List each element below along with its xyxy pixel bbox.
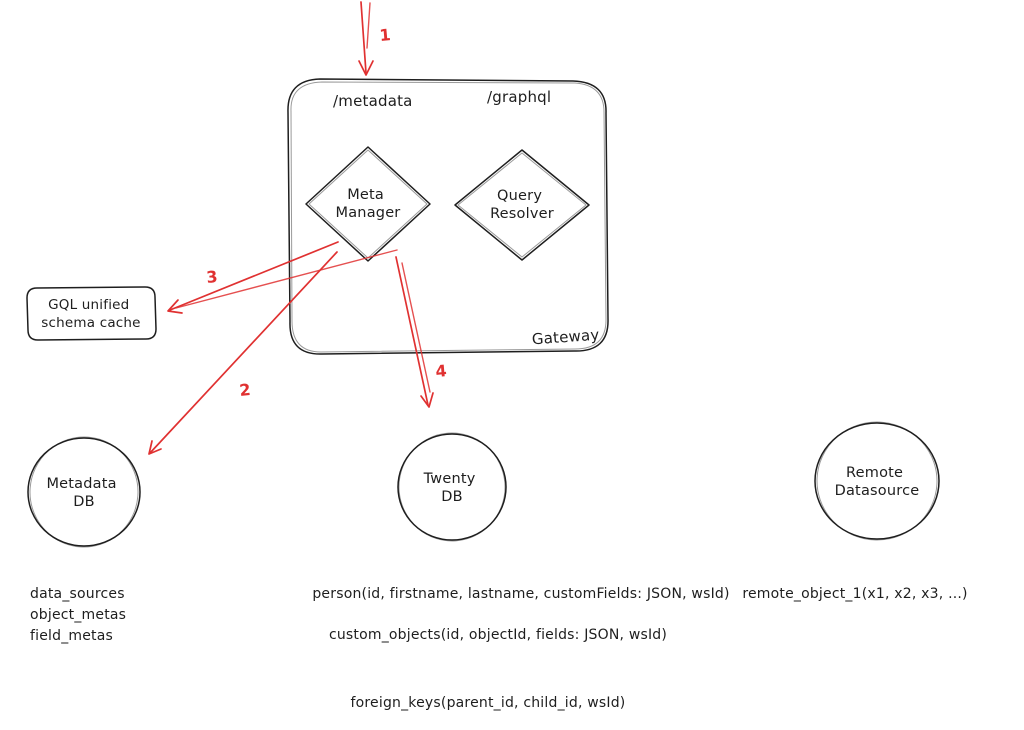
arrow-1-label: 1 — [379, 25, 392, 45]
meta-manager-label: Meta Manager — [336, 187, 401, 221]
graphql-endpoint-label: /graphql — [487, 88, 551, 106]
gateway-box-outline — [287, 78, 609, 355]
meta-manager-label-line1: Meta — [347, 187, 384, 203]
query-resolver-label-line2: Resolver — [490, 206, 554, 222]
twenty-db-node: Twenty DB — [397, 432, 507, 542]
remote-datasource-label-line2: Datasource — [835, 483, 920, 499]
remote-datasource-tables: remote_object_1(x1, x2, x3, ...) — [742, 586, 967, 602]
remote-object-table-label: remote_object_1(x1, x2, x3, ...) — [742, 586, 967, 602]
twenty-db-label-line1: Twenty — [423, 471, 476, 487]
arrow-3-line — [169, 241, 339, 311]
arrow-1-head — [358, 60, 374, 76]
remote-datasource-circle-sketch — [816, 421, 938, 541]
arrow-3-line-sketch — [175, 249, 398, 309]
metadata-db-table-row-3: field_metas — [30, 628, 113, 644]
query-resolver-node: Query Resolver — [454, 149, 590, 261]
metadata-db-label: Metadata DB — [46, 476, 121, 510]
metadata-db-table-row-1: data_sources — [30, 586, 125, 602]
arrow-4-head — [420, 392, 434, 408]
remote-datasource-node: Remote Datasource — [814, 421, 940, 541]
metadata-db-node: Metadata DB — [27, 436, 141, 548]
meta-manager-diamond — [305, 146, 431, 262]
schema-cache-box — [26, 286, 157, 341]
arrow-1-line — [360, 1, 367, 74]
arrow-2-label: 2 — [238, 380, 251, 400]
arrow-1-line-sketch — [366, 2, 371, 49]
query-resolver-label: Query Resolver — [490, 188, 554, 222]
arrow-3: 3 — [167, 241, 398, 314]
schema-cache-label-line1: GQL unified — [48, 297, 129, 313]
meta-manager-diamond-sketch — [308, 149, 428, 259]
schema-cache-label-line2: schema cache — [41, 315, 140, 331]
person-table-label: person(id, firstname, lastname, customFi… — [312, 586, 729, 602]
metadata-db-circle — [27, 437, 141, 547]
gateway-box: /metadata /graphql Gateway — [287, 78, 609, 355]
arrow-2-head — [148, 440, 162, 455]
metadata-db-label-line2: DB — [73, 494, 95, 510]
twenty-db-circle — [397, 433, 507, 541]
schema-cache-node: GQL unified schema cache — [26, 286, 157, 341]
gateway-box-outline-sketch — [290, 81, 607, 353]
metadata-db-table-row-2: object_metas — [30, 607, 126, 623]
schema-cache-label: GQL unified schema cache — [41, 297, 140, 331]
gateway-label: Gateway — [531, 326, 600, 349]
metadata-db-label-line1: Metadata — [46, 476, 116, 492]
arrow-2: 2 — [148, 251, 338, 455]
twenty-db-tables: person(id, firstname, lastname, customFi… — [312, 586, 729, 711]
twenty-db-label: Twenty DB — [423, 471, 481, 505]
twenty-db-circle-sketch — [398, 432, 506, 542]
twenty-db-label-line2: DB — [441, 489, 463, 505]
remote-datasource-label-line1: Remote — [846, 465, 903, 481]
foreign-keys-table-label: foreign_keys(parent_id, child_id, wsId) — [351, 695, 626, 711]
metadata-db-circle-sketch — [29, 436, 139, 548]
query-resolver-diamond — [454, 149, 590, 261]
meta-manager-node: Meta Manager — [305, 146, 431, 262]
arrow-4-line — [395, 256, 429, 406]
arrow-1: 1 — [358, 1, 392, 76]
custom-objects-table-label: custom_objects(id, objectId, fields: JSO… — [329, 627, 667, 643]
meta-manager-label-line2: Manager — [336, 205, 401, 221]
arrow-2-line — [149, 251, 338, 454]
metadata-endpoint-label: /metadata — [333, 92, 413, 110]
metadata-db-tables: data_sources object_metas field_metas — [30, 586, 126, 644]
arrow-4-line-sketch — [401, 262, 431, 393]
arrow-3-label: 3 — [205, 267, 218, 287]
remote-datasource-label: Remote Datasource — [835, 465, 920, 499]
arrow-4: 4 — [395, 256, 448, 408]
query-resolver-label-line1: Query — [497, 188, 542, 204]
query-resolver-diamond-sketch — [457, 152, 587, 258]
arrow-3-head — [167, 299, 183, 314]
arrow-4-label: 4 — [435, 361, 448, 381]
remote-datasource-circle — [814, 422, 940, 540]
